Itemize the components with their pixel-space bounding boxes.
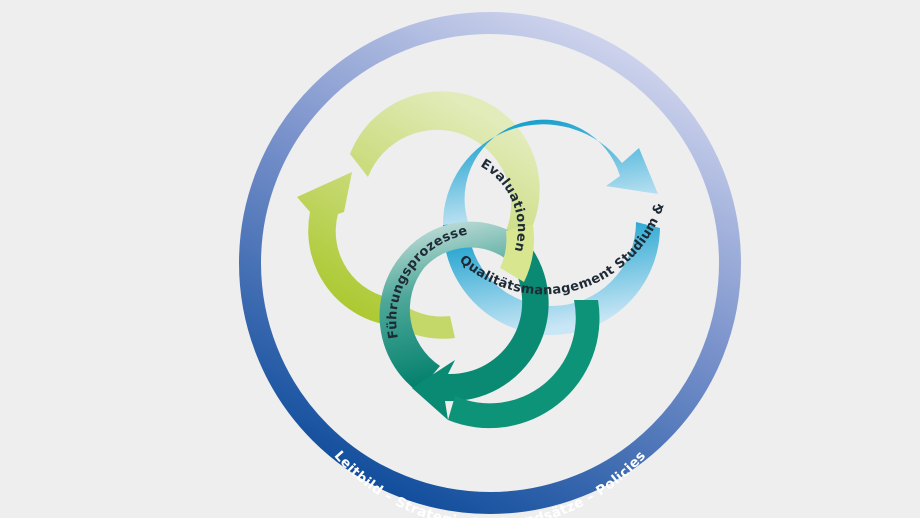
evaluationen-overlap	[500, 225, 534, 282]
qm-arrow-body	[442, 222, 660, 335]
fuehrungsprozesse-arrow-head	[412, 243, 549, 420]
outer-ring	[239, 12, 741, 514]
evaluationen-arrow	[297, 91, 540, 326]
qm-arrow-head	[442, 119, 658, 225]
fuehrungsprozesse-arrow	[379, 221, 528, 392]
teal-arrow-dark	[448, 300, 600, 429]
